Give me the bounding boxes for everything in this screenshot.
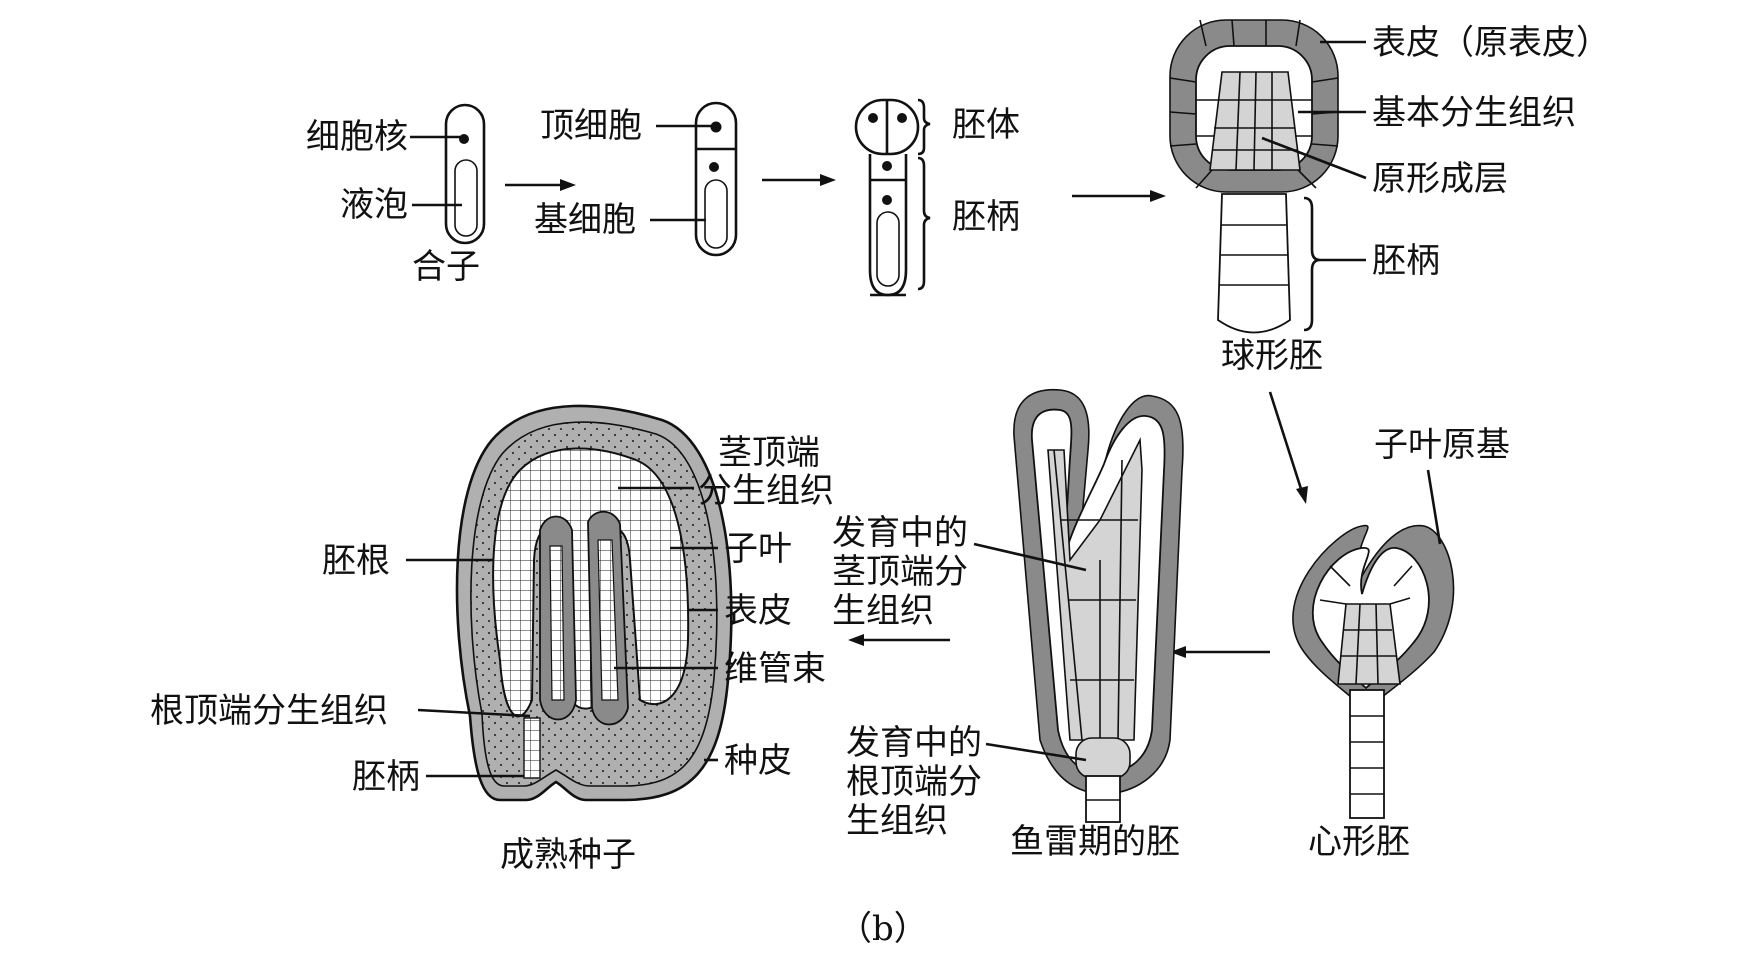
label-embryo-proper: 胚体 (952, 105, 1020, 145)
arrow-heart-to-torpedo (1170, 646, 1270, 658)
label-dev-shoot-meristem-2: 茎顶端分 (832, 552, 968, 592)
label-cotyledon-primordium: 子叶原基 (1374, 425, 1510, 465)
figure-label: （b） (838, 909, 928, 949)
zygote-illustration (444, 103, 486, 245)
arrow-globular-to-heart (1268, 391, 1308, 504)
globular-embryo-name: 球形胚 (1221, 336, 1323, 376)
label-basal-cell: 基细胞 (534, 200, 636, 240)
arrow-proembryo-to-globular (1072, 190, 1166, 202)
mature-seed-name: 成熟种子 (500, 835, 636, 875)
heart-embryo-illustration (1292, 524, 1455, 819)
arrow-zygote-to-two-cell (505, 179, 576, 191)
label-cotyledon: 子叶 (724, 529, 792, 569)
label-nucleus: 细胞核 (306, 117, 408, 157)
proembryo-illustration (854, 98, 931, 297)
label-shoot-apical-meristem-1: 茎顶端 (718, 433, 820, 473)
label-seed-coat: 种皮 (724, 741, 792, 781)
leader-cotyledon-primordium (1426, 469, 1442, 545)
leader-dev-shoot-meristem (973, 542, 1087, 572)
label-vacuole: 液泡 (340, 185, 408, 225)
label-globular-suspensor: 胚柄 (1372, 241, 1440, 281)
leader-root-apical-meristem (417, 708, 531, 718)
label-dev-shoot-meristem-3: 生组织 (832, 591, 934, 631)
label-globular-epidermis: 表皮（原表皮） (1372, 23, 1610, 63)
leader-dev-root-meristem (985, 742, 1087, 762)
label-seed-suspensor: 胚柄 (352, 757, 420, 797)
arrow-torpedo-to-seed (848, 634, 950, 646)
arrow-two-cell-to-proembryo (762, 174, 836, 186)
label-shoot-apical-meristem-2: 分生组织 (698, 471, 834, 511)
label-dev-root-meristem-1: 发育中的 (846, 723, 982, 763)
label-dev-root-meristem-2: 根顶端分 (846, 762, 982, 802)
label-radicle: 胚根 (322, 541, 390, 581)
leader-procambium (1261, 136, 1367, 180)
label-procambium: 原形成层 (1372, 159, 1508, 199)
globular-embryo-illustration (1169, 19, 1339, 334)
heart-embryo-name: 心形胚 (1308, 822, 1410, 862)
label-seed-epidermis: 表皮 (724, 591, 792, 631)
label-ground-meristem: 基本分生组织 (1372, 93, 1576, 133)
torpedo-embryo-illustration (1013, 388, 1184, 823)
label-dev-shoot-meristem-1: 发育中的 (832, 513, 968, 553)
label-apical-cell: 顶细胞 (540, 106, 642, 146)
label-root-apical-meristem: 根顶端分生组织 (150, 691, 388, 731)
label-proembryo-suspensor: 胚柄 (952, 197, 1020, 237)
two-cell-illustration (694, 101, 738, 257)
torpedo-embryo-name: 鱼雷期的胚 (1010, 822, 1180, 862)
mature-seed-illustration (455, 404, 733, 802)
label-vascular-bundle: 维管束 (724, 649, 826, 689)
zygote-name: 合子 (412, 247, 480, 287)
label-dev-root-meristem-3: 生组织 (846, 801, 948, 841)
